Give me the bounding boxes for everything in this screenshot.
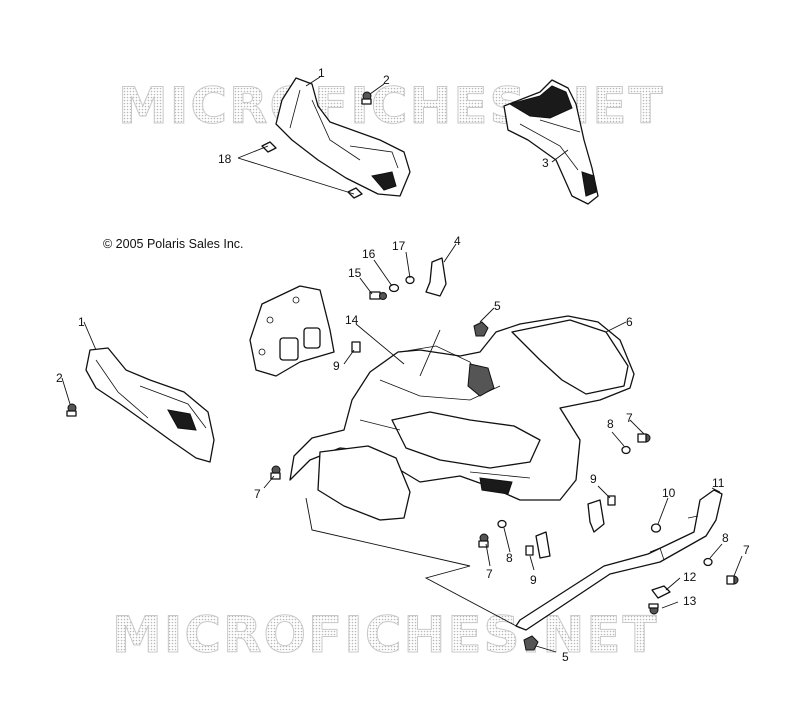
headlight-cover bbox=[503, 79, 599, 205]
bracket-small-b bbox=[535, 531, 551, 559]
watermark-bottom: MICROFICHES.NET bbox=[112, 606, 659, 664]
callout-7-a: 7 bbox=[254, 487, 261, 501]
mounting-plate bbox=[249, 285, 335, 377]
callout-7-b: 7 bbox=[626, 411, 633, 425]
side-panel-left bbox=[85, 347, 215, 463]
callout-6: 6 bbox=[626, 315, 633, 329]
callout-15: 15 bbox=[348, 266, 362, 280]
callout-7-c: 7 bbox=[486, 567, 493, 581]
washer-8-c bbox=[703, 557, 713, 567]
callout-17: 17 bbox=[392, 239, 406, 253]
callout-14: 14 bbox=[345, 313, 359, 327]
callout-4: 4 bbox=[454, 234, 461, 248]
bracket-4 bbox=[425, 257, 447, 297]
front-fender bbox=[289, 315, 635, 521]
side-panel-top bbox=[275, 77, 411, 197]
callout-9-a: 9 bbox=[590, 472, 597, 486]
nut-9-b bbox=[525, 545, 534, 556]
callout-8-b: 8 bbox=[506, 551, 513, 565]
nut-5-top bbox=[473, 321, 489, 337]
copyright-text: © 2005 Polaris Sales Inc. bbox=[103, 237, 244, 251]
screw-7-c bbox=[478, 533, 489, 548]
callout-18: 18 bbox=[218, 152, 232, 166]
callout-11: 11 bbox=[712, 476, 725, 490]
callout-7-d: 7 bbox=[743, 543, 750, 557]
screw-2-top bbox=[361, 91, 372, 105]
callout-8-a: 8 bbox=[607, 417, 614, 431]
callout-12: 12 bbox=[683, 570, 697, 584]
callout-5-bottom: 5 bbox=[562, 650, 569, 664]
screw-7-d bbox=[726, 575, 739, 585]
screw-7-b bbox=[637, 433, 651, 443]
washer-8-b bbox=[497, 519, 507, 529]
callout-10: 10 bbox=[662, 486, 676, 500]
callout-8-c: 8 bbox=[722, 531, 729, 545]
washer-16 bbox=[388, 283, 400, 293]
decal-18-a bbox=[261, 141, 277, 153]
callout-5-top: 5 bbox=[494, 299, 501, 313]
screw-15 bbox=[369, 291, 387, 300]
decal-18-b bbox=[347, 187, 363, 199]
washer-8-a bbox=[621, 445, 631, 455]
callout-2-left: 2 bbox=[56, 371, 63, 385]
callout-3: 3 bbox=[542, 156, 549, 170]
callout-9-upper: 9 bbox=[333, 359, 340, 373]
screw-7-a bbox=[270, 465, 281, 480]
nut-9-a bbox=[607, 495, 616, 506]
screw-13 bbox=[648, 603, 659, 615]
washer-10 bbox=[650, 523, 662, 533]
bumper-bar bbox=[515, 489, 723, 631]
nut-9-upper bbox=[351, 341, 361, 353]
callout-2-top: 2 bbox=[383, 73, 390, 87]
callout-16: 16 bbox=[362, 247, 376, 261]
bracket-small-a bbox=[587, 499, 605, 533]
screw-2-left bbox=[66, 403, 77, 417]
callout-1-top: 1 bbox=[318, 66, 325, 80]
callout-13: 13 bbox=[683, 594, 697, 608]
callout-9-b: 9 bbox=[530, 573, 537, 587]
callout-1-left: 1 bbox=[78, 315, 85, 329]
leader-lines bbox=[61, 76, 743, 653]
watermark-top: MICROFICHES.NET bbox=[118, 77, 665, 135]
plate-12 bbox=[651, 585, 671, 599]
